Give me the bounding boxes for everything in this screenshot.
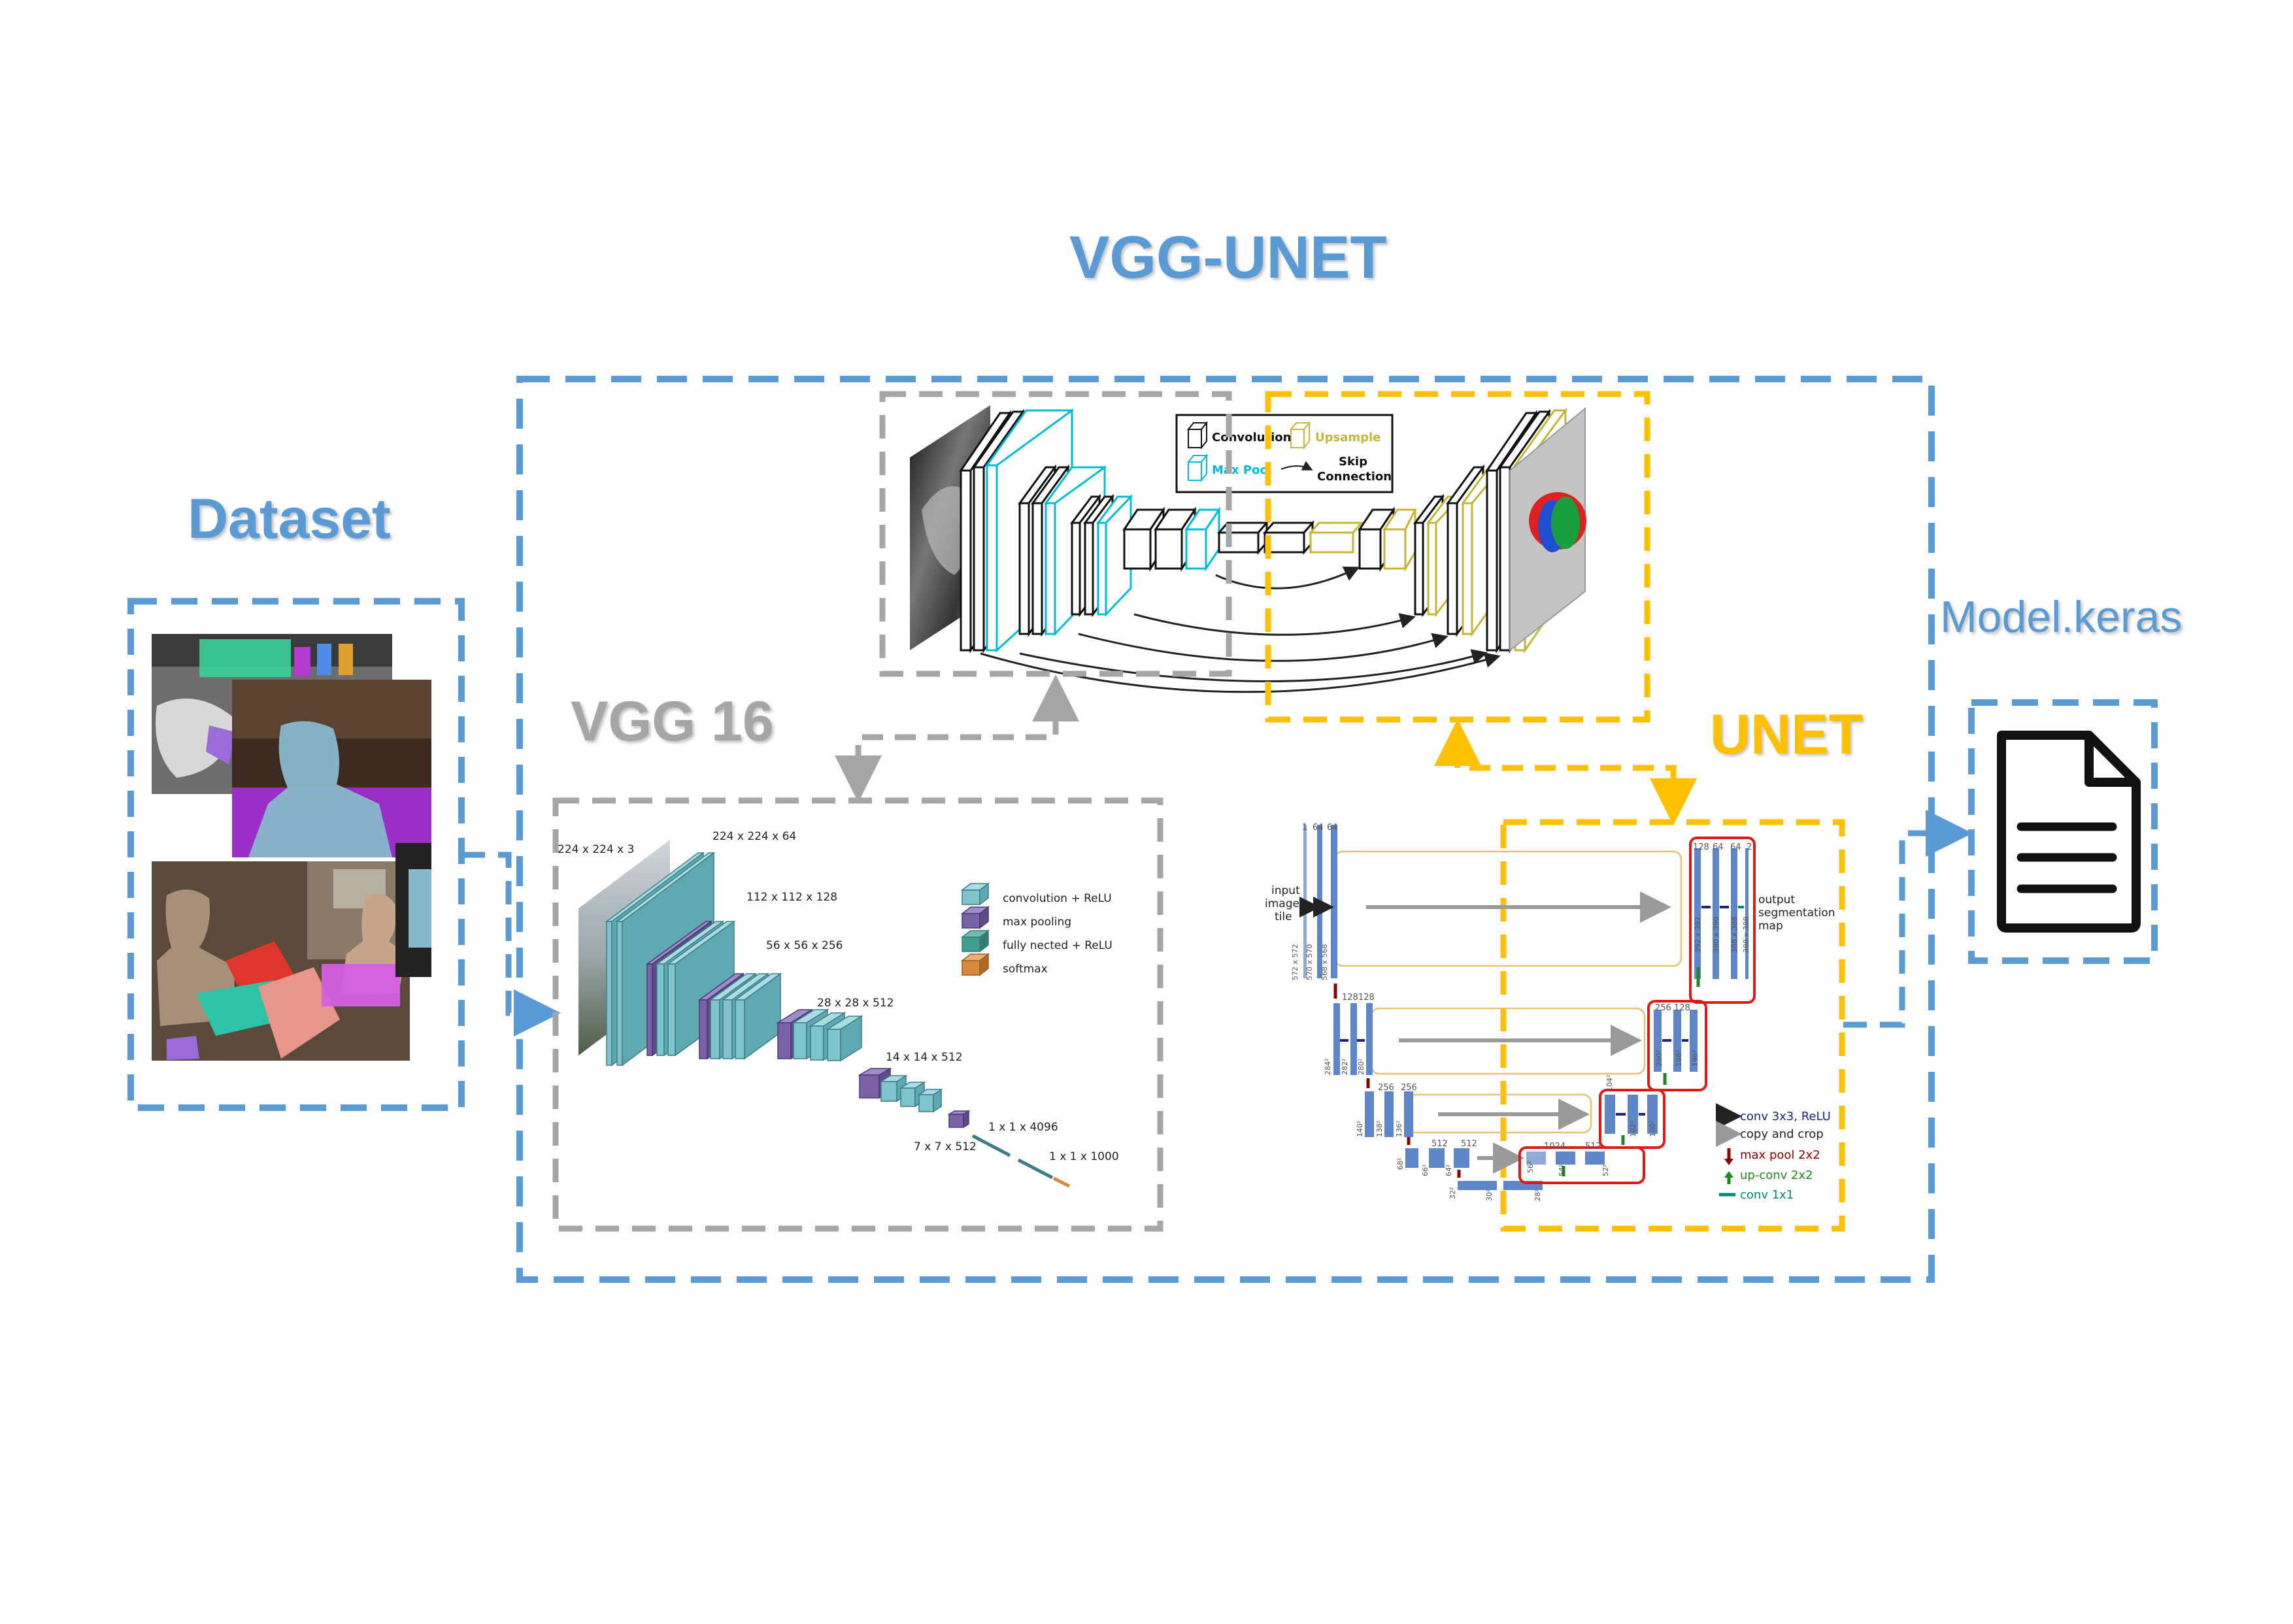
vgg-layer-label: 112 x 112 x 128 <box>746 891 837 904</box>
segnet-legend-connection: Connection <box>1317 470 1392 484</box>
unet-size-label: 104² <box>1605 1075 1614 1091</box>
unet-box <box>1500 819 1845 1232</box>
vgg16-architecture: 224 x 224 x 3 224 x 224 x 64 112 x 112 x… <box>558 830 1119 1188</box>
segnet-legend-upsample: Upsample <box>1315 431 1381 444</box>
vgg16-title: VGG 16 <box>571 690 774 753</box>
unet-channel-label: 64 <box>1730 842 1741 852</box>
unet-size-label: 28² <box>1533 1189 1542 1201</box>
segnet-legend-maxpool: Max Pool <box>1212 463 1272 477</box>
vgg-to-encoder-connector <box>855 674 1079 799</box>
unet-size-label: 54² <box>1558 1165 1566 1176</box>
unet-size-label: 102² <box>1629 1121 1637 1137</box>
unet-channel-label: 256 <box>1378 1083 1394 1093</box>
unet-legend-upconv: up-conv 2x2 <box>1740 1168 1813 1182</box>
vgg-layer-label: 14 x 14 x 512 <box>886 1051 962 1064</box>
vgg-layer-label: 56 x 56 x 256 <box>766 939 843 952</box>
unet-size-label: 568 x 568 <box>1320 944 1329 981</box>
unet-channel-label: 2 <box>1747 842 1752 852</box>
unet-size-label: 30² <box>1485 1189 1494 1201</box>
unet-channel-label: 128 <box>1342 993 1358 1003</box>
unet-input-label: input <box>1271 884 1300 897</box>
unet-legend-maxpool: max pool 2x2 <box>1740 1148 1820 1162</box>
dataset-image-stack <box>152 634 431 1061</box>
unet-channel-label: 128 <box>1693 842 1709 852</box>
unet-channel-label: 256 <box>1655 1003 1671 1013</box>
unet-channel-label: 512 <box>1585 1142 1601 1152</box>
unet-size-label: 138² <box>1375 1121 1384 1137</box>
unet-channel-label: 64 <box>1713 842 1724 852</box>
vgg-layer-label: 7 x 7 x 512 <box>914 1140 977 1153</box>
unet-channel-label: 1024 <box>1544 1142 1565 1152</box>
unet-legend-copy: copy and crop <box>1740 1127 1824 1141</box>
unet-size-label: 280² <box>1357 1059 1365 1075</box>
unet-size-label: 198² <box>1675 1050 1683 1067</box>
unet-legend-conv1x1: conv 1x1 <box>1740 1188 1794 1202</box>
vgg-layer-label: 1 x 1 x 1000 <box>1049 1150 1119 1163</box>
unet-architecture: input image tile output segmentation map… <box>1265 823 1835 1202</box>
vgg-layer-label: 1 x 1 x 4096 <box>988 1121 1058 1134</box>
unet-input-label: tile <box>1275 910 1292 923</box>
unet-size-label: 64² <box>1445 1165 1453 1176</box>
unet-channel-label: 64 <box>1313 823 1324 833</box>
segnet-legend-conv: Convolution <box>1212 431 1291 444</box>
dataset-title: Dataset <box>188 488 391 550</box>
unet-size-label: 52² <box>1601 1165 1610 1176</box>
model-title: Model.keras <box>1940 592 2183 642</box>
unet-channel-label: 128 <box>1358 993 1375 1003</box>
unet-size-label: 196² <box>1691 1050 1699 1067</box>
unet-channel-label: 512 <box>1431 1139 1448 1149</box>
unet-legend-conv: conv 3x3, ReLU <box>1740 1110 1831 1123</box>
unet-size-label: 140² <box>1356 1121 1364 1137</box>
unet-channel-label: 128 <box>1674 1003 1690 1013</box>
unet-channel-label: 64 <box>1327 823 1338 833</box>
unet-output-label: segmentation <box>1758 906 1835 920</box>
unet-input-label: image <box>1265 897 1299 910</box>
document-icon <box>1997 731 2141 933</box>
unet-size-label: 570 x 570 <box>1305 944 1314 981</box>
unet-size-label: 200² <box>1655 1050 1664 1067</box>
unet-output-label: map <box>1758 920 1783 933</box>
unet-size-label: 56² <box>1526 1161 1535 1173</box>
vgg-legend-softmax: softmax <box>1003 963 1048 976</box>
unet-size-label: 136² <box>1395 1121 1403 1137</box>
vgg-layer-label: 224 x 224 x 3 <box>558 843 634 856</box>
dataset-connector <box>461 852 561 1036</box>
unet-size-label: 66² <box>1421 1165 1430 1176</box>
segnet-encoder-box <box>879 391 1232 677</box>
unet-title: UNET <box>1710 703 1864 766</box>
main-title: VGG-UNET <box>1069 224 1387 291</box>
vgg-layer-label: 28 x 28 x 512 <box>817 997 894 1010</box>
unet-size-label: 32² <box>1448 1187 1457 1199</box>
unet-size-label: 282² <box>1341 1059 1349 1075</box>
vgg-layer-label: 224 x 224 x 64 <box>712 830 796 843</box>
unet-legend: conv 3x3, ReLU copy and crop max pool 2x… <box>1716 1103 1831 1202</box>
vgg-legend-pool: max pooling <box>1003 916 1071 929</box>
unet-channel-label: 256 <box>1401 1083 1417 1093</box>
unet-channel-label: 1 <box>1302 823 1307 833</box>
vgg-unet-outer-box <box>516 376 1935 1283</box>
segnet-architecture: Convolution Upsample Max Pool Skip Conne… <box>910 405 1586 693</box>
vgg-legend: convolution + ReLU max pooling fully nec… <box>960 882 1113 976</box>
unet-output-label: output <box>1758 893 1795 906</box>
unet-size-label: 284² <box>1324 1059 1332 1075</box>
unet-channel-label: 512 <box>1461 1139 1477 1149</box>
unet-size-label: 388 x 388 <box>1730 917 1739 953</box>
unet-size-label: 388 x 388 <box>1742 917 1750 953</box>
unet-size-label: 392 x 392 <box>1694 917 1702 953</box>
vgg-legend-conv: convolution + ReLU <box>1003 892 1112 905</box>
unet-size-labels: 572 x 572 570 x 570 568 x 568 284² 282² … <box>1291 917 1750 1202</box>
unet-size-label: 68² <box>1396 1158 1405 1170</box>
unet-size-label: 572 x 572 <box>1291 944 1299 981</box>
unet-size-label: 100² <box>1649 1121 1657 1137</box>
unet-to-decoder-connector <box>1434 719 1677 814</box>
model-connector <box>1843 810 1973 1028</box>
vgg-legend-fc: fully nected + ReLU <box>1003 939 1113 952</box>
unet-size-label: 390 x 390 <box>1712 917 1720 953</box>
segnet-legend-skip: Skip <box>1339 455 1367 469</box>
